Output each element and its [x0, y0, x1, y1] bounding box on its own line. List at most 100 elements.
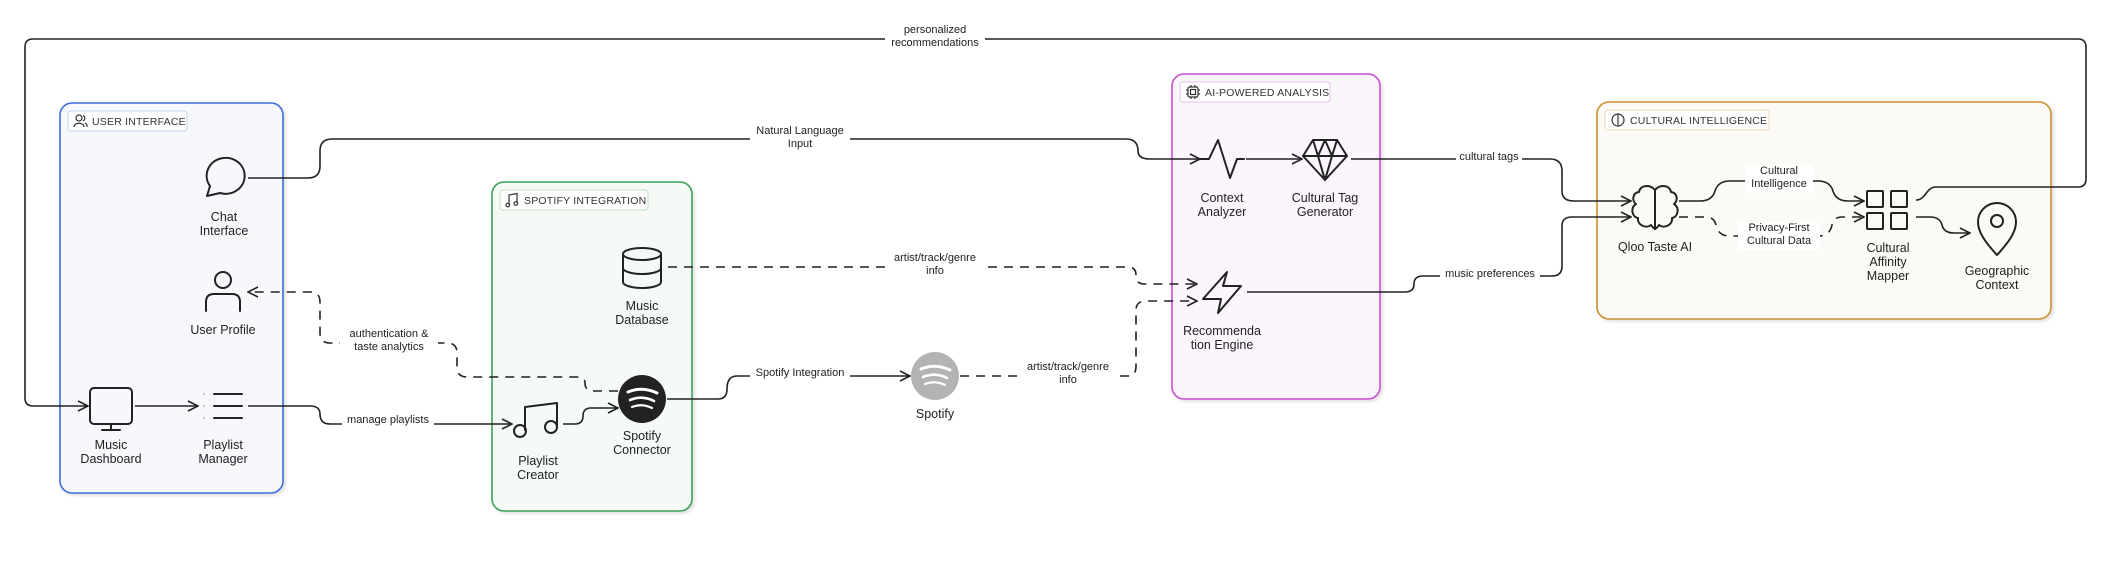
node-qloo-taste-ai[interactable]: Qloo Taste AI [1618, 185, 1692, 254]
node-recommendation-engine[interactable]: Recommenda tion Engine [1183, 271, 1261, 352]
svg-text:Dashboard: Dashboard [80, 452, 141, 466]
svg-text:info: info [1059, 374, 1077, 386]
svg-text:personalized: personalized [904, 24, 966, 36]
database-icon [622, 247, 662, 289]
svg-text:music preferences: music preferences [1445, 268, 1535, 280]
group-title-badge [499, 189, 649, 211]
lightning-icon [1202, 271, 1242, 314]
grid-icon [1866, 190, 1908, 230]
edge-label-cultural-intelligence: Cultural Intelligence [1745, 165, 1813, 193]
svg-text:Cultural: Cultural [1866, 241, 1909, 255]
edge-label-cultural-tags: cultural tags [1456, 149, 1522, 163]
group-title: SPOTIFY INTEGRATION [524, 195, 646, 207]
edge-natural-language-input [248, 138, 1200, 179]
svg-text:artist/track/genre: artist/track/genre [1027, 361, 1109, 373]
music-notes-icon [505, 192, 519, 208]
node-geographic-context[interactable]: Geographic Context [1965, 202, 2030, 292]
node-user-profile[interactable]: User Profile [190, 271, 256, 337]
edge-spotify-info [960, 301, 1197, 377]
pulse-icon [1199, 139, 1245, 179]
svg-text:manage playlists: manage playlists [347, 414, 429, 426]
group-cultural-intelligence: CULTURAL INTELLIGENCE [1596, 101, 2052, 320]
edge-personalized-recommendations [24, 38, 2087, 406]
svg-text:authentication &: authentication & [350, 328, 430, 340]
svg-text:Music: Music [95, 438, 128, 452]
svg-text:Geographic: Geographic [1965, 264, 2030, 278]
svg-text:Creator: Creator [517, 468, 559, 482]
svg-text:artist/track/genre: artist/track/genre [894, 252, 976, 264]
svg-text:cultural tags: cultural tags [1459, 151, 1519, 163]
svg-text:Context: Context [1975, 278, 2019, 292]
svg-text:Generator: Generator [1297, 205, 1353, 219]
svg-text:recommendations: recommendations [891, 37, 979, 49]
group-title-badge [1179, 81, 1331, 103]
svg-text:Spotify: Spotify [623, 429, 662, 443]
node-playlist-creator[interactable]: Playlist Creator [513, 402, 559, 482]
svg-text:Cultural Data: Cultural Data [1747, 235, 1812, 247]
svg-text:Manager: Manager [198, 452, 247, 466]
svg-text:Privacy-First: Privacy-First [1748, 222, 1809, 234]
svg-text:Cultural: Cultural [1760, 165, 1798, 177]
node-cultural-tag-generator[interactable]: Cultural Tag Generator [1292, 139, 1359, 219]
svg-text:Playlist: Playlist [518, 454, 558, 468]
svg-text:Spotify: Spotify [916, 407, 955, 421]
svg-text:Interface: Interface [200, 224, 249, 238]
node-context-analyzer[interactable]: Context Analyzer [1198, 139, 1247, 219]
spotify-icon [618, 375, 666, 423]
users-icon [73, 114, 88, 128]
svg-text:Cultural Tag: Cultural Tag [1292, 191, 1359, 205]
edge-creator-to-connector [563, 408, 618, 425]
edge-label-manage-playlists: manage playlists [342, 412, 434, 426]
node-music-dashboard[interactable]: Music Dashboard [80, 387, 142, 466]
group-user-interface: USER INTERFACE [59, 102, 284, 494]
edge-mapper-to-geo [1916, 216, 1970, 233]
svg-text:tion Engine: tion Engine [1191, 338, 1254, 352]
node-music-database[interactable]: Music Database [615, 247, 669, 327]
edge-manage-playlists [248, 405, 512, 424]
group-title: CULTURAL INTELLIGENCE [1630, 115, 1767, 127]
edge-label-privacy-first: Privacy-First Cultural Data [1738, 222, 1820, 250]
group-spotify-integration-frame [491, 181, 693, 512]
svg-text:Qloo Taste AI: Qloo Taste AI [1618, 240, 1692, 254]
svg-text:Connector: Connector [613, 443, 671, 457]
svg-text:User Profile: User Profile [190, 323, 255, 337]
group-title: AI-POWERED ANALYSIS [1205, 87, 1329, 99]
svg-text:Analyzer: Analyzer [1198, 205, 1247, 219]
svg-text:Input: Input [788, 138, 812, 150]
map-pin-icon [1977, 202, 2017, 256]
spotify-icon [911, 352, 959, 400]
svg-text:Music: Music [626, 299, 659, 313]
svg-text:Chat: Chat [211, 210, 238, 224]
edge-authentication [248, 292, 618, 392]
node-playlist-manager[interactable]: Playlist Manager [198, 393, 248, 466]
list-icon [203, 393, 243, 419]
group-title-badge [67, 110, 188, 132]
edge-label-personalized-recommendations: personalized recommendations [885, 22, 985, 50]
group-user-interface-frame [59, 102, 284, 494]
user-icon [205, 271, 241, 312]
node-spotify[interactable]: Spotify [911, 352, 959, 421]
edge-label-music-preferences: music preferences [1440, 266, 1540, 280]
music-note-icon [513, 402, 558, 438]
svg-text:Affinity: Affinity [1869, 255, 1907, 269]
svg-text:Playlist: Playlist [203, 438, 243, 452]
group-title-badge [1604, 109, 1770, 131]
svg-text:taste analytics: taste analytics [354, 341, 424, 353]
edge-label-db-info: artist/track/genre info [888, 251, 984, 279]
svg-text:Mapper: Mapper [1867, 269, 1909, 283]
svg-text:Spotify Integration: Spotify Integration [756, 367, 845, 379]
node-cultural-affinity-mapper[interactable]: Cultural Affinity Mapper [1866, 190, 1910, 283]
svg-text:Database: Database [615, 313, 669, 327]
edge-label-spotify-integration: Spotify Integration [750, 365, 850, 379]
edge-db-info [668, 266, 1197, 284]
node-spotify-connector[interactable]: Spotify Connector [613, 375, 671, 457]
node-chat-interface[interactable]: Chat Interface [200, 156, 249, 238]
brain-outline-icon [1611, 113, 1625, 127]
svg-text:Context: Context [1200, 191, 1244, 205]
monitor-base [101, 423, 121, 431]
edge-cultural-tags [1351, 158, 1631, 201]
brain-icon [1631, 185, 1679, 230]
edge-label-authentication: authentication & taste analytics [340, 328, 438, 356]
group-spotify-integration: SPOTIFY INTEGRATION [491, 181, 693, 512]
